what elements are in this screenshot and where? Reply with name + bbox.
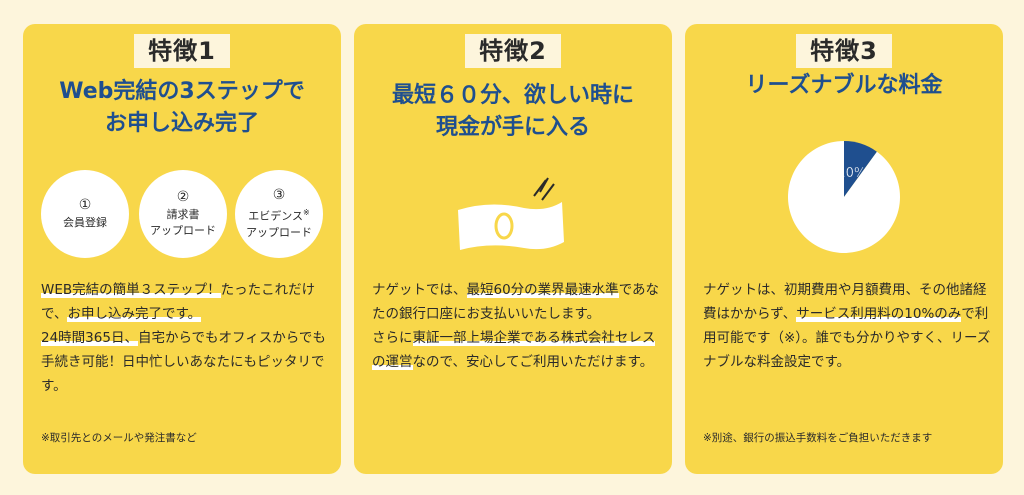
- feature-label: 特徴3: [685, 34, 1003, 68]
- feature-card-3: 特徴3 リーズナブルな料金 10% ナゲットは、初期費用や月額費用、その他諸経費…: [685, 24, 1003, 474]
- feature-description: ナゲットでは、最短60分の業界最速水準であなたの銀行口座にお支払いいたします。さ…: [372, 282, 660, 370]
- pie-slice: [788, 141, 900, 253]
- banknote-icon: [458, 177, 564, 250]
- feature-note: ※別途、銀行の振込手数料をご負担いただきます: [703, 432, 933, 444]
- feature-description: ナゲットは、初期費用や月額費用、その他諸経費はかからず、サービス利用料の10%の…: [703, 282, 991, 370]
- feature-note: ※取引先とのメールや発注書など: [41, 432, 197, 444]
- step-circle-2: ② 請求書 アップロード: [139, 170, 227, 258]
- feature-label: 特徴1: [23, 34, 341, 68]
- feature-title: Web完結の3ステップでお申し込み完了: [59, 79, 305, 136]
- pie-slice: [844, 141, 877, 197]
- feature-description: WEB完結の簡単３ステップ！たったこれだけで、お申し込み完了です。24時間365…: [41, 282, 326, 394]
- feature-card-1: 特徴1 Web完結の3ステップでお申し込み完了 ① 会員登録 ② 請求書 アップ…: [23, 24, 341, 474]
- feature-card-2: 特徴2 最短６０分、欲しい時に現金が手に入る ナゲットでは、最短60分の業界最速…: [354, 24, 672, 474]
- step-circle-3: ③ エビデンス※ アップロード: [235, 170, 323, 258]
- feature-label: 特徴2: [354, 34, 672, 68]
- fee-pie-chart: 10%: [788, 141, 900, 253]
- step-circle-1: ① 会員登録: [41, 170, 129, 258]
- feature-title: 最短６０分、欲しい時に現金が手に入る: [391, 83, 634, 140]
- feature-title: リーズナブルな料金: [745, 73, 943, 98]
